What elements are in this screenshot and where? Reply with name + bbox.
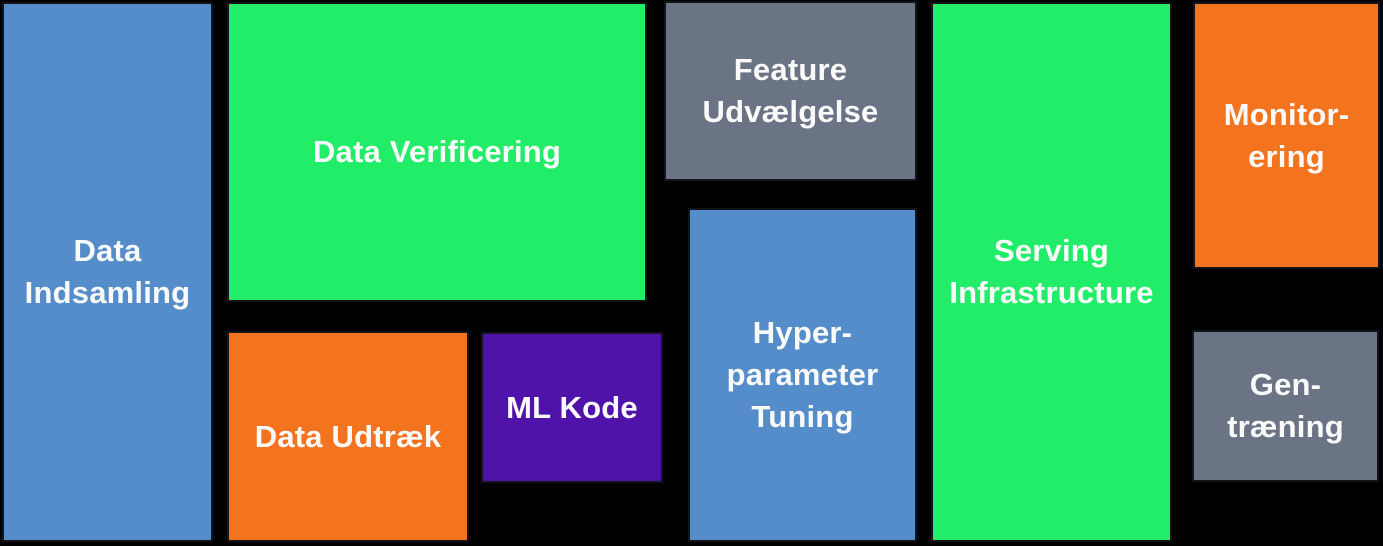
block-serving-infrastructure: Serving Infrastructure [931, 2, 1172, 542]
block-ml-kode: ML Kode [481, 332, 663, 483]
block-data-udtraek: Data Udtræk [227, 331, 469, 542]
block-monitorering: Monitor- ering [1193, 2, 1380, 269]
block-label-hyperparameter-tuning: Hyper- parameter Tuning [726, 315, 879, 434]
block-label-monitorering: Monitor- ering [1223, 96, 1350, 174]
block-label-data-indsamling: Data Indsamling [24, 233, 191, 310]
block-label-data-udtraek: Data Udtræk [254, 418, 442, 454]
block-gentraening: Gen- træning [1192, 330, 1379, 482]
block-label-feature-udvaelgelse: Feature Udvælgelse [702, 52, 879, 129]
block-label-data-verificering: Data Verificering [312, 134, 562, 170]
block-data-verificering: Data Verificering [227, 2, 647, 302]
block-label-serving-infrastructure: Serving Infrastructure [949, 233, 1154, 310]
block-label-ml-kode: ML Kode [506, 389, 638, 425]
block-data-indsamling: Data Indsamling [2, 2, 213, 542]
block-label-gentraening: Gen- træning [1227, 367, 1344, 444]
block-feature-udvaelgelse: Feature Udvælgelse [664, 1, 917, 181]
block-hyperparameter-tuning: Hyper- parameter Tuning [688, 208, 917, 542]
